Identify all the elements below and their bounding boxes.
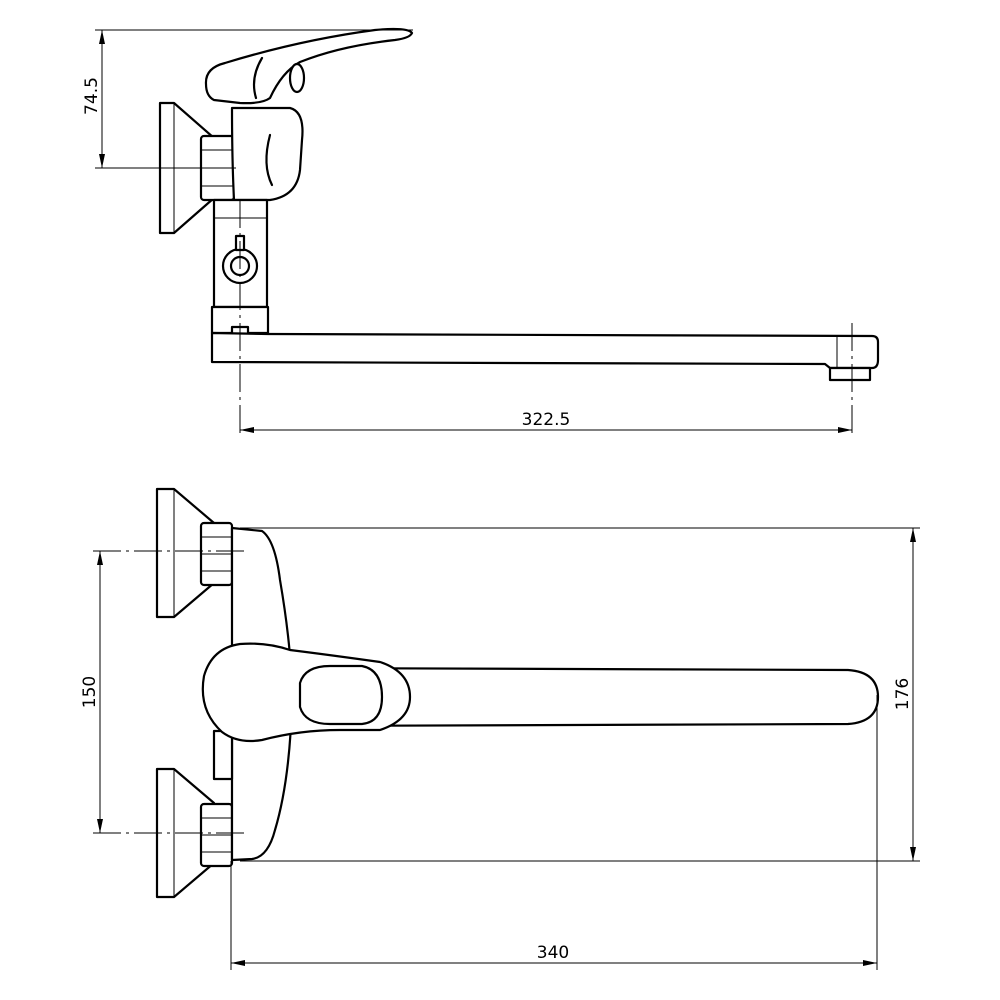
side-lever-edge xyxy=(252,56,264,100)
top-view: 150 176 340 xyxy=(80,487,920,970)
top-diverter-block xyxy=(212,729,234,781)
dim-body-depth: 176 xyxy=(240,527,920,862)
side-lever-button xyxy=(288,62,306,94)
dim-handle-height: 74.5 xyxy=(82,29,413,169)
dim-spout-reach-side-label: 322.5 xyxy=(522,410,571,430)
dim-body-depth-label: 176 xyxy=(893,678,913,710)
side-aerator xyxy=(828,366,872,382)
top-hex-nut-lower xyxy=(199,802,234,868)
dim-spout-reach-side: 322.5 xyxy=(240,410,852,433)
top-long-spout xyxy=(298,666,880,728)
dim-spout-reach-top: 340 xyxy=(230,695,878,970)
top-hex-nut-upper xyxy=(199,521,234,587)
dim-inlet-spacing: 150 xyxy=(80,551,103,833)
side-body-contour xyxy=(265,133,274,187)
dim-inlet-spacing-label: 150 xyxy=(80,676,100,708)
side-long-spout xyxy=(210,331,880,370)
side-view: 74.5 322.5 xyxy=(82,27,880,435)
dim-handle-height-label: 74.5 xyxy=(82,77,102,115)
dim-spout-reach-top-label: 340 xyxy=(537,943,569,963)
top-lever-grip xyxy=(298,664,384,726)
side-lever-handle xyxy=(204,27,414,105)
